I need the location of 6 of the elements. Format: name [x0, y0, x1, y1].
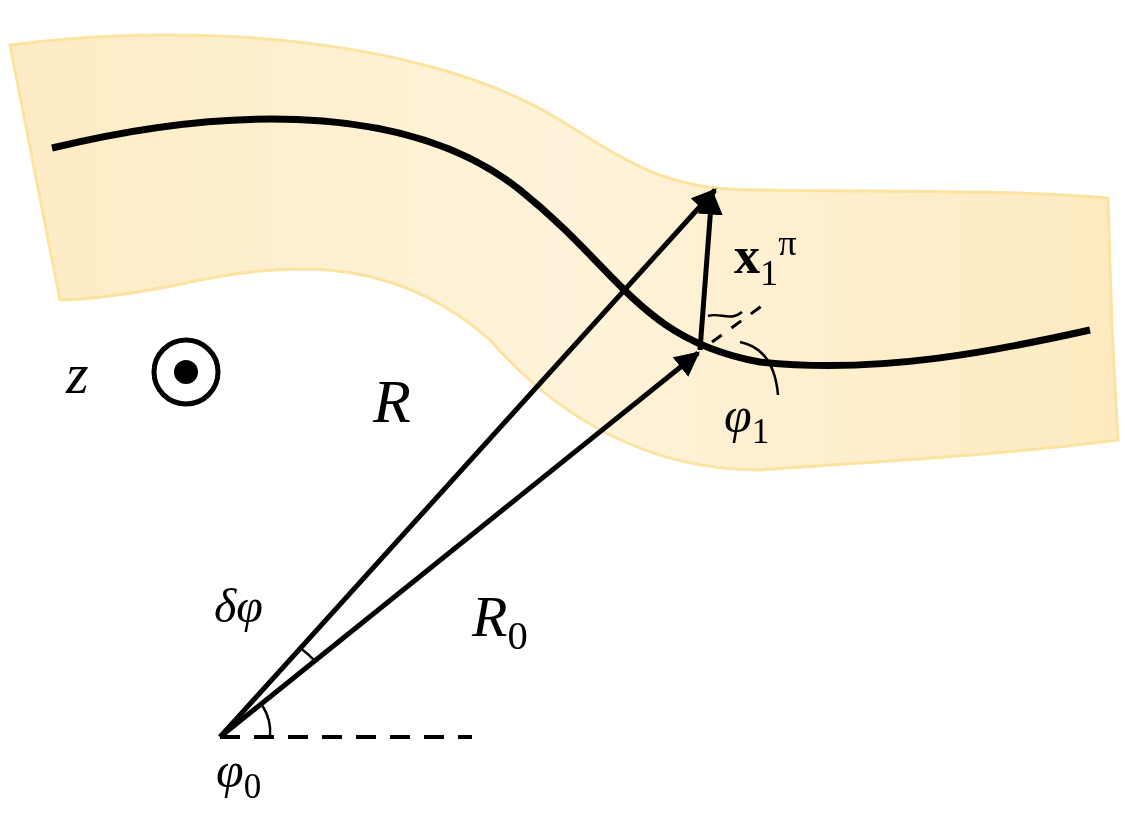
math-label: z: [66, 345, 89, 403]
math-label: φ$_{0}$: [216, 745, 262, 804]
math-label: φ$_{1}$: [724, 390, 770, 449]
math-label: δφ: [214, 582, 263, 630]
math-label: R: [373, 370, 411, 432]
math-label: R$_{0}$: [472, 588, 528, 657]
